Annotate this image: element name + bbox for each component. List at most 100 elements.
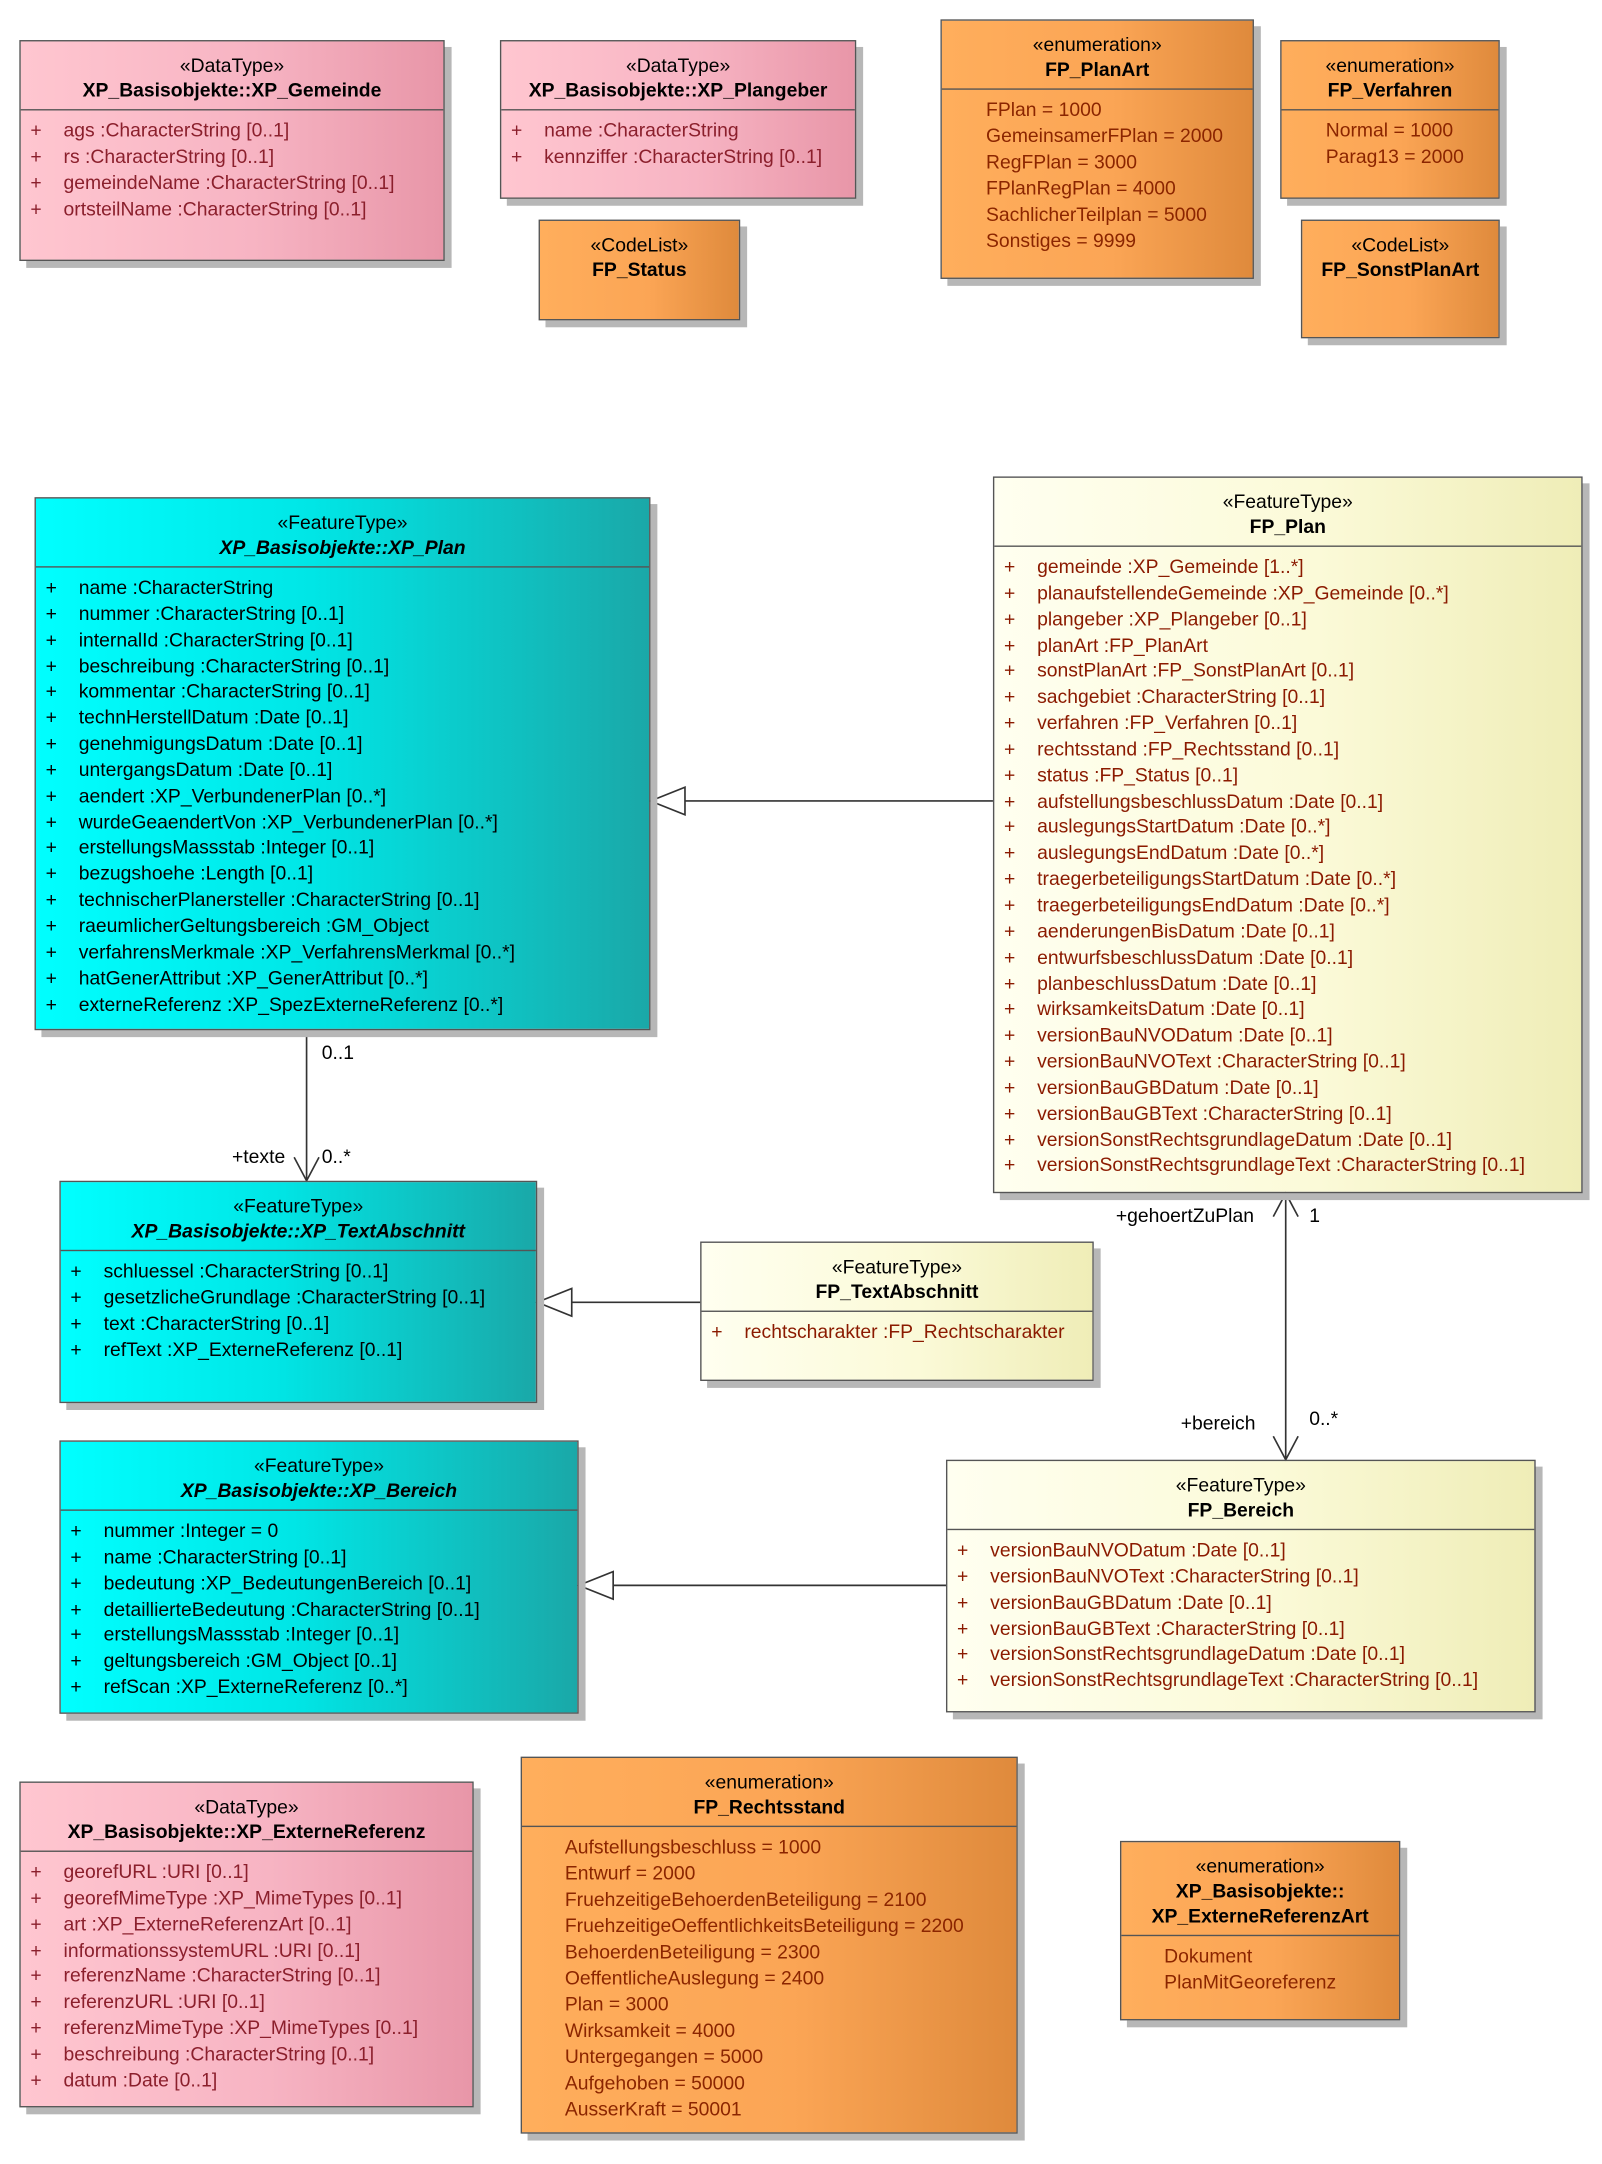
attribute-text: wurdeGeaendertVon :XP_VerbundenerPlan [0… [78, 810, 498, 833]
visibility-public-icon: + [30, 2016, 42, 2039]
class-header: «FeatureType» XP_Basisobjekte::XP_Bereic… [61, 1442, 577, 1510]
enum-literal: BehoerdenBeteiligung = 2300 [564, 1940, 821, 1963]
attribute-text: versionBauNVOText :CharacterString [0..1… [990, 1564, 1359, 1587]
visibility-public-icon: + [1003, 997, 1016, 1020]
attribute-text: verfahren :FP_Verfahren [0..1] [1037, 711, 1298, 734]
enum-literal: Sonstiges = 9999 [986, 229, 1137, 252]
class-header: «FeatureType» XP_Basisobjekte::XP_Plan [36, 499, 649, 567]
class-fp-sonstplanart[interactable]: «CodeList» FP_SonstPlanArt [1300, 219, 1500, 339]
attribute-list: +versionBauNVODatum :Date [0..1].+versio… [947, 1530, 1534, 1699]
attribute-row: +refText :XP_ExterneReferenz [0..1]. [61, 1336, 536, 1362]
attribute-row: +planbeschlussDatum :Date [0..1]. [994, 970, 1581, 996]
attribute-row: +schluessel :CharacterString [0..1]. [61, 1258, 536, 1284]
class-xp-gemeinde[interactable]: «DataType» XP_Basisobjekte::XP_Gemeinde … [19, 40, 445, 262]
attribute-text: gemeindeName :CharacterString [0..1] [63, 170, 395, 193]
visibility-public-icon: + [30, 1964, 42, 1987]
attribute-text: technHerstellDatum :Date [0..1] [78, 705, 349, 729]
attribute-row: +rs :CharacterString [0..1]. [21, 143, 444, 169]
attribute-list: +georefURL :URI [0..1].+georefMimeType :… [21, 1852, 473, 2099]
attribute-text: entwurfsbeschlussDatum :Date [0..1] [1037, 945, 1354, 968]
attribute-row: +kommentar :CharacterString [0..1]. [36, 679, 649, 705]
attribute-text: untergangsDatum :Date [0..1] [78, 758, 333, 781]
visibility-public-icon: + [45, 575, 57, 598]
stereotype-label: «FeatureType» [277, 510, 408, 534]
attribute-text: text :CharacterString [0..1] [103, 1311, 330, 1334]
visibility-public-icon: + [70, 1649, 82, 1672]
enum-literal: Untergegangen = 5000 [564, 2045, 764, 2068]
class-xp-plangeber[interactable]: «DataType» XP_Basisobjekte::XP_Plangeber… [499, 40, 857, 199]
class-name: FP_TextAbschnitt [815, 1280, 979, 1303]
generalization-fp-bereich-arrowhead [576, 1570, 614, 1601]
attribute-text: planArt :FP_PlanArt [1037, 633, 1209, 656]
attribute-text: detaillierteBedeutung :CharacterString [… [103, 1597, 480, 1620]
attribute-text: aendert :XP_VerbundenerPlan [0..*] [78, 784, 387, 807]
class-header: «DataType» XP_Basisobjekte::XP_ExterneRe… [21, 1783, 473, 1851]
attribute-row: +status :FP_Status [0..1]. [994, 762, 1581, 788]
attribute-row: +referenzName :CharacterString [0..1]. [21, 1963, 473, 1989]
enum-literal: FPlanRegPlan = 4000 [986, 176, 1176, 199]
class-name: XP_Basisobjekte::XP_Plan [219, 535, 466, 558]
visibility-public-icon: + [30, 196, 42, 219]
class-name: XP_Basisobjekte::XP_Bereich [180, 1479, 458, 1502]
stereotype-label: «FeatureType» [831, 1255, 962, 1278]
attribute-row: +externeReferenz :XP_SpezExterneReferenz… [36, 991, 649, 1017]
attribute-text: genehmigungsDatum :Date [0..1] [78, 732, 363, 755]
attribute-row: +referenzURL :URI [0..1]. [21, 1989, 473, 2015]
class-name: FP_Verfahren [1327, 78, 1453, 101]
visibility-public-icon: + [1003, 1101, 1016, 1124]
visibility-public-icon: + [30, 170, 42, 193]
attribute-row: +beschreibung :CharacterString [0..1]. [36, 653, 649, 679]
attribute-text: technischerPlanersteller :CharacterStrin… [78, 888, 480, 911]
visibility-public-icon: + [70, 1545, 82, 1568]
attribute-text: name :CharacterString [0..1] [103, 1545, 347, 1568]
class-xp-externereferenzart[interactable]: «enumeration» XP_Basisobjekte:: XP_Exter… [1119, 1840, 1401, 2021]
attribute-text: erstellungsMassstab :Integer [0..1] [103, 1623, 400, 1646]
class-name: FP_PlanArt [1045, 58, 1150, 81]
class-xp-externereferenz[interactable]: «DataType» XP_Basisobjekte::XP_ExterneRe… [19, 1781, 474, 2108]
attribute-row: +technHerstellDatum :Date [0..1]. [36, 705, 649, 731]
attribute-text: name :CharacterString [544, 118, 739, 141]
class-header: «enumeration» FP_Rechtsstand [522, 1758, 1016, 1826]
stereotype-label: «CodeList» [1351, 233, 1450, 256]
visibility-public-icon: + [45, 679, 57, 703]
attribute-row: +erstellungsMassstab :Integer [0..1]. [61, 1622, 577, 1648]
attribute-row: +gesetzlicheGrundlage :CharacterString [… [61, 1284, 536, 1310]
stereotype-label: «enumeration» [1325, 53, 1455, 76]
class-fp-plan[interactable]: «FeatureType» FP_Plan +gemeinde :XP_Geme… [992, 476, 1583, 1194]
attribute-text: gesetzlicheGrundlage :CharacterString [0… [103, 1285, 486, 1308]
attribute-text: planbeschlussDatum :Date [0..1] [1037, 971, 1317, 994]
gehoertzuplan-role-label: +gehoertZuPlan [1115, 1204, 1254, 1227]
attribute-text: versionBauGBDatum :Date [0..1] [1037, 1075, 1319, 1098]
class-header: «CodeList» FP_SonstPlanArt [1302, 221, 1498, 289]
generalization-fp-textabschnitt-arrowhead [534, 1287, 573, 1318]
attribute-row: +refScan :XP_ExterneReferenz [0..*]. [61, 1674, 577, 1700]
class-fp-bereich[interactable]: «FeatureType» FP_Bereich +versionBauNVOD… [945, 1459, 1536, 1713]
class-xp-textabschnitt[interactable]: «FeatureType» XP_Basisobjekte::XP_TextAb… [59, 1180, 538, 1404]
attribute-text: plangeber :XP_Plangeber [0..1] [1037, 607, 1307, 630]
attribute-row: +untergangsDatum :Date [0..1]. [36, 757, 649, 783]
enum-literal: GemeinsamerFPlan = 2000 [986, 124, 1224, 147]
class-fp-verfahren[interactable]: «enumeration» FP_Verfahren Normal = 1000… [1280, 40, 1500, 199]
attribute-text: beschreibung :CharacterString [0..1] [63, 2042, 375, 2065]
visibility-public-icon: + [30, 2068, 42, 2091]
attribute-text: auslegungsEndDatum :Date [0..*] [1037, 841, 1325, 864]
attribute-text: rechtscharakter :FP_Rechtscharakter [744, 1320, 1065, 1343]
class-xp-plan[interactable]: «FeatureType» XP_Basisobjekte::XP_Plan +… [34, 497, 651, 1031]
visibility-public-icon: + [45, 836, 57, 859]
enum-literal: AusserKraft = 50001 [564, 2097, 742, 2120]
class-name: XP_Basisobjekte::XP_Plangeber [528, 78, 828, 101]
class-fp-status[interactable]: «CodeList» FP_Status [538, 219, 741, 321]
class-fp-rechtsstand[interactable]: «enumeration» FP_Rechtsstand Aufstellung… [520, 1756, 1018, 2134]
attribute-text: versionSonstRechtsgrundlageDatum :Date [… [1037, 1127, 1452, 1150]
class-name: FP_SonstPlanArt [1321, 258, 1480, 281]
attribute-row: +georefURL :URI [0..1]. [21, 1859, 473, 1885]
attribute-text: versionSonstRechtsgrundlageText :Charact… [990, 1668, 1479, 1691]
class-xp-bereich[interactable]: «FeatureType» XP_Basisobjekte::XP_Bereic… [59, 1440, 579, 1714]
attribute-row: +versionBauNVODatum :Date [0..1]. [947, 1537, 1534, 1563]
class-fp-textabschnitt[interactable]: «FeatureType» FP_TextAbschnitt +rechtsch… [700, 1241, 1094, 1381]
attribute-text: versionBauNVOText :CharacterString [0..1… [1037, 1049, 1406, 1072]
attribute-row: +sonstPlanArt :FP_SonstPlanArt [0..1]. [994, 658, 1581, 684]
